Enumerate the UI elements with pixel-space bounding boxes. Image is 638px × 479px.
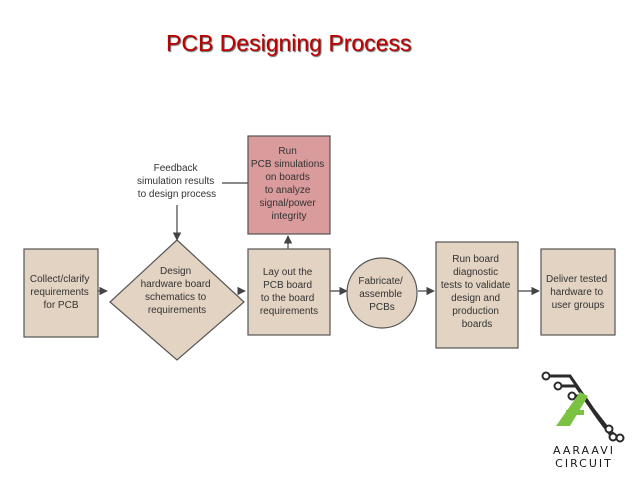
logo-text-line2: CIRCUIT [555, 457, 613, 468]
node-deliver-label: Deliver tested hardware to user groups [546, 274, 610, 311]
node-deliver-hardware [540, 248, 616, 336]
logo-text-line1: AARAAVI [553, 444, 615, 457]
node-simulate-label: Run PCB simulations on boards to analyze… [251, 146, 327, 222]
logo-circuit-nodes [541, 371, 625, 443]
logo-green-bar [566, 410, 584, 415]
node-fabricate-pcbs [346, 257, 418, 329]
node-diagnostic-label: Run board diagnostic tests to validate d… [441, 254, 513, 330]
feedback-label: Feedback simulation results to design pr… [137, 163, 217, 200]
node-run-simulations [247, 135, 331, 235]
node-fabricate-label: Fabricate/ assemble PCBs [358, 276, 405, 313]
node-collect-requirements [23, 248, 99, 338]
node-layout-label: Lay out the PCB board to the board requi… [260, 267, 318, 317]
node-design-label: Design hardware board schematics to requ… [141, 266, 214, 316]
node-design-schematics [109, 239, 245, 361]
aaraavi-circuit-logo: AARAAVI CIRCUIT [541, 371, 625, 468]
node-layout-pcb [247, 248, 331, 336]
node-diagnostic-tests [435, 241, 519, 349]
page-title: PCB Designing Process [166, 30, 412, 56]
logo-green-a [556, 392, 588, 426]
node-collect-label: Collect/clarify requirements for PCB [30, 274, 92, 311]
